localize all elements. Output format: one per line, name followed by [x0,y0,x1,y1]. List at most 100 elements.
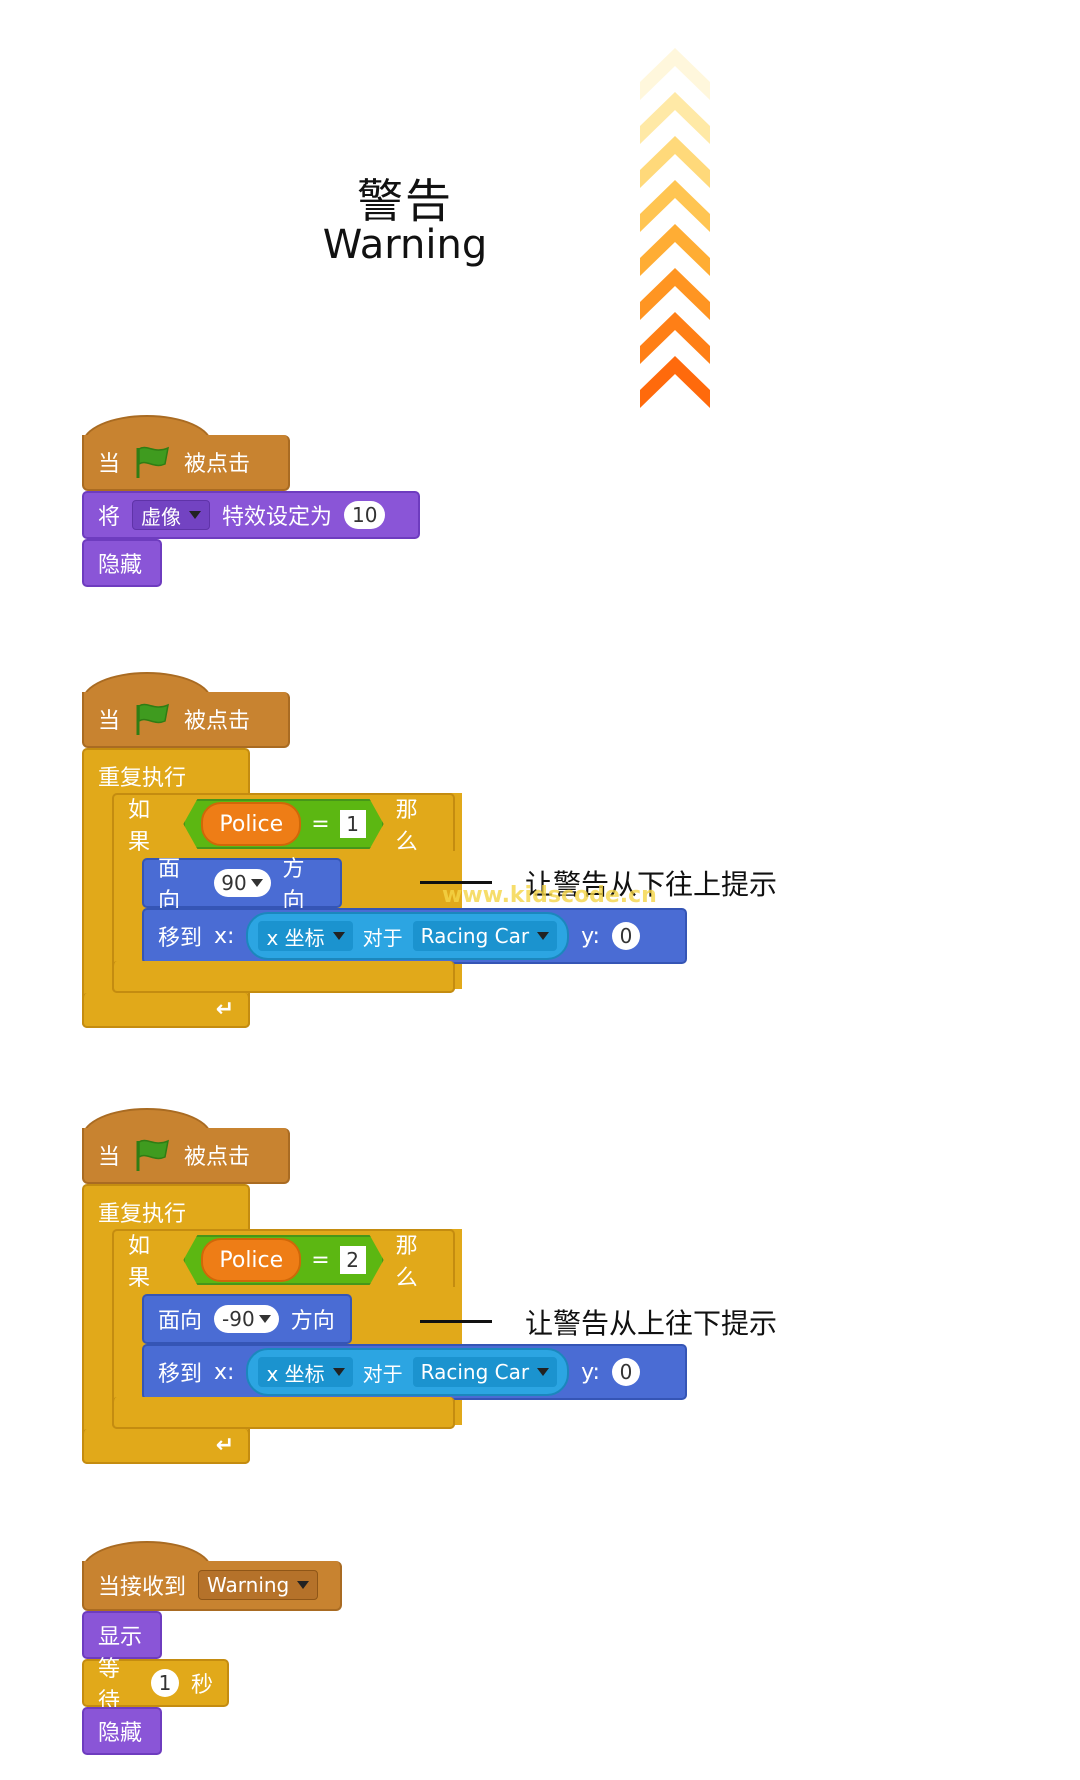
chevron-shape [640,48,710,100]
attribute-value: x 坐标 [266,925,325,950]
dropdown-arrow-icon [537,1368,550,1376]
when-label: 当 [98,1145,121,1170]
wait-seconds-input[interactable]: 1 [150,1669,179,1697]
attribute-value: x 坐标 [266,1361,325,1386]
dropdown-arrow-icon [332,932,345,940]
hide-block[interactable]: 隐藏 [82,1707,162,1755]
dropdown-arrow-icon [297,1581,310,1589]
hide-label: 隐藏 [98,1721,143,1746]
annotation-text: 让警告从下往上提示 [525,868,778,901]
direction-input[interactable]: -90 [214,1305,279,1333]
equals-sign: = [311,1247,330,1273]
go-to-xy-block[interactable]: 移到 x: x 坐标 对于 Racing Car y: 0 [142,1344,687,1400]
goto-label: 移到 [158,1362,203,1387]
chevron-shape [640,92,710,144]
hide-label: 隐藏 [98,553,143,578]
when-i-receive-block[interactable]: 当接收到 Warning [82,1561,342,1611]
effect-value-input[interactable]: 10 [344,501,386,529]
chevron-shape [640,180,710,232]
clicked-label: 被点击 [184,452,251,477]
chevron-arrows-icon [640,48,710,408]
direction-suffix: 方向 [282,857,305,914]
chevron-shape [640,312,710,364]
green-flag-icon [136,446,170,478]
green-flag-icon [136,1139,170,1171]
dropdown-arrow-icon [537,932,550,940]
set-effect-block[interactable]: 将 虚像 特效设定为 10 [82,491,420,539]
point-in-direction-block[interactable]: 面向 -90 方向 [142,1294,352,1344]
sprite-dropdown[interactable]: Racing Car [412,1357,558,1387]
dropdown-arrow-icon [250,879,263,887]
if-bottom-arm [112,1397,455,1429]
if-bottom-arm [112,961,455,993]
then-label: 那么 [395,798,418,855]
if-label: 如果 [128,1234,151,1291]
dropdown-arrow-icon [258,1315,271,1323]
annotation-line [420,881,492,884]
police-variable[interactable]: Police [201,802,301,846]
sensing-of-reporter[interactable]: x 坐标 对于 Racing Car [246,912,570,960]
compare-value-input[interactable]: 2 [340,1246,366,1274]
sprite-value: Racing Car [420,1360,530,1384]
effect-value: 虚像 [141,504,182,529]
y-value-input[interactable]: 0 [611,1358,640,1386]
forever-label: 重复执行 [98,766,187,791]
sprite-dropdown[interactable]: Racing Car [412,921,558,951]
police-variable[interactable]: Police [201,1238,301,1282]
dropdown-arrow-icon [332,1368,345,1376]
title-chinese: 警告 [357,174,453,228]
attribute-dropdown[interactable]: x 坐标 [258,1357,353,1387]
go-to-xy-block[interactable]: 移到 x: x 坐标 对于 Racing Car y: 0 [142,908,687,964]
of-label: 对于 [362,925,403,950]
forever-bottom-arm: ↵ [82,1429,250,1464]
point-label: 面向 [158,857,181,914]
clicked-label: 被点击 [184,1145,251,1170]
loop-arrow-icon: ↵ [215,1433,234,1458]
annotation-text: 让警告从上往下提示 [525,1307,778,1340]
equals-operator[interactable]: Police = 2 [183,1235,383,1285]
sprite-value: Racing Car [420,924,530,948]
compare-value-input[interactable]: 1 [340,810,366,838]
y-label: y: [581,1359,600,1385]
title-english: Warning [322,222,488,268]
watermark-text: www.kidscode.cn [442,883,657,908]
wait-label: 等待 [98,1657,121,1714]
x-label: x: [214,923,235,949]
forever-label: 重复执行 [98,1202,187,1227]
x-label: x: [214,1359,235,1385]
y-label: y: [581,923,600,949]
when-flag-clicked-block[interactable]: 当 被点击 [82,692,290,748]
equals-operator[interactable]: Police = 1 [183,799,383,849]
green-flag-icon [136,703,170,735]
set-label: 将 [98,505,121,530]
set-effect-to-label: 特效设定为 [222,505,333,530]
when-flag-clicked-block[interactable]: 当 被点击 [82,1128,290,1184]
direction-input[interactable]: 90 [213,869,271,897]
seconds-label: 秒 [190,1673,213,1698]
if-label: 如果 [128,798,151,855]
point-label: 面向 [158,1309,203,1334]
message-dropdown[interactable]: Warning [198,1570,319,1600]
attribute-dropdown[interactable]: x 坐标 [258,921,353,951]
dropdown-arrow-icon [189,511,202,519]
sensing-of-reporter[interactable]: x 坐标 对于 Racing Car [246,1348,570,1396]
chevron-shape [640,224,710,276]
chevron-shape [640,356,710,408]
clicked-label: 被点击 [184,709,251,734]
hide-block[interactable]: 隐藏 [82,539,162,587]
chevron-shape [640,136,710,188]
point-in-direction-block[interactable]: 面向 90 方向 [142,857,342,914]
goto-label: 移到 [158,926,203,951]
equals-sign: = [311,811,330,837]
wait-block[interactable]: 等待 1 秒 [82,1657,229,1714]
direction-suffix: 方向 [290,1309,335,1334]
when-label: 当 [98,709,121,734]
forever-bottom-arm: ↵ [82,993,250,1028]
show-block[interactable]: 显示 [82,1611,162,1659]
direction-value: -90 [222,1307,255,1331]
effect-dropdown[interactable]: 虚像 [132,500,211,530]
direction-value: 90 [221,871,247,895]
y-value-input[interactable]: 0 [611,922,640,950]
then-label: 那么 [395,1234,418,1291]
when-flag-clicked-block[interactable]: 当 被点击 [82,435,290,491]
